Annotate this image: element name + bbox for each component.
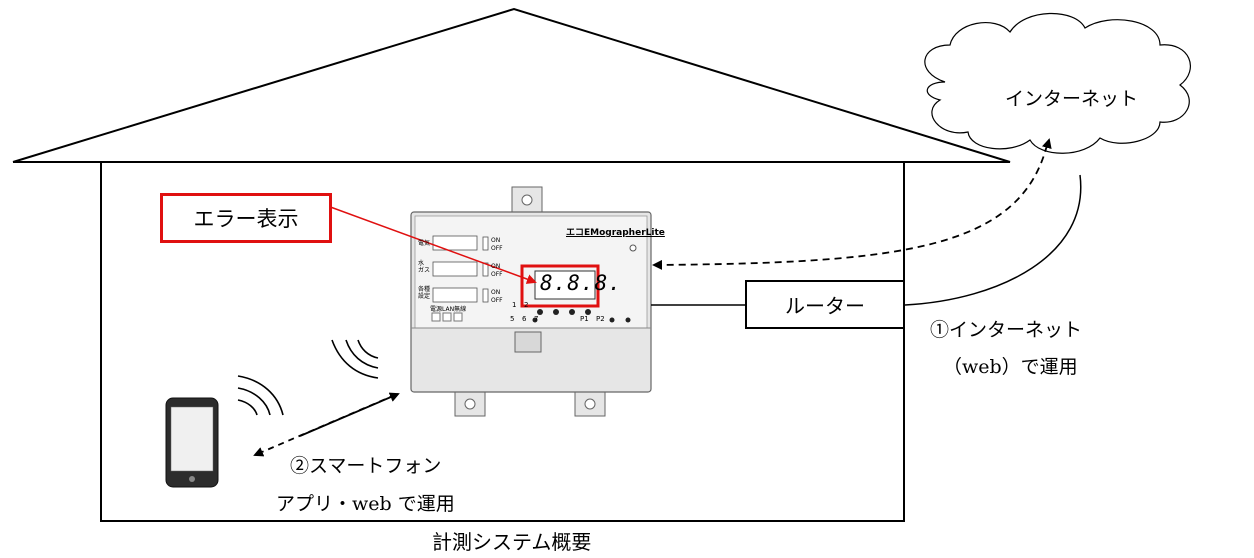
- error-display-label: エラー表示: [160, 193, 332, 243]
- internet-cloud-shape: [924, 12, 1191, 154]
- device-row-label-1: 電気: [418, 240, 431, 247]
- internet-dashed-arrow: [652, 144, 1048, 270]
- device-number-2: 2: [524, 301, 529, 309]
- switch-off-3: OFF: [491, 297, 503, 304]
- device-segment-display: 8.8.8.: [540, 271, 622, 295]
- switch-on-1: ON: [491, 237, 501, 244]
- internet-use-line-2: （web）で運用: [943, 356, 1078, 378]
- em-grapher-device: [410, 186, 652, 417]
- device-brand-label: エコEMographerLite: [566, 228, 665, 238]
- device-number-7: 7: [534, 315, 539, 323]
- device-label-p2: P2: [596, 315, 605, 323]
- smartphone: [165, 397, 219, 488]
- switch-off-1: OFF: [491, 245, 503, 252]
- router-box: ルーター: [745, 280, 905, 329]
- device-label-p1: P1: [580, 315, 589, 323]
- house: [12, 7, 1011, 522]
- device-row-label-2: 水 ガス: [418, 260, 431, 274]
- switch-off-2: OFF: [491, 271, 503, 278]
- error-pointer-line: [324, 204, 537, 284]
- device-row-label-3: 各種 設定: [418, 286, 431, 300]
- device-number-1: 1: [512, 301, 517, 309]
- house-roof: [12, 7, 1011, 163]
- smartphone-use-line-1: ②スマートフォン: [290, 455, 442, 477]
- phone-wireless-waves: [237, 375, 284, 416]
- diagram-caption: 計測システム概要: [432, 530, 592, 554]
- switch-on-3: ON: [491, 289, 501, 296]
- device-number-5: 5: [510, 315, 515, 323]
- error-highlight-box: [520, 264, 600, 308]
- smartphone-use-line-2: アプリ・web で運用: [276, 493, 455, 515]
- device-number-6: 6: [522, 315, 527, 323]
- internet-use-line-1: ①インターネット: [930, 319, 1083, 341]
- device-wireless-waves: [331, 339, 379, 379]
- internet-cloud-label: インターネット: [1005, 88, 1139, 110]
- house-walls: [100, 161, 905, 522]
- router-cloud-line: [904, 174, 1082, 306]
- device-port-label: 電源LAN無線: [430, 306, 467, 313]
- switch-on-2: ON: [491, 263, 501, 270]
